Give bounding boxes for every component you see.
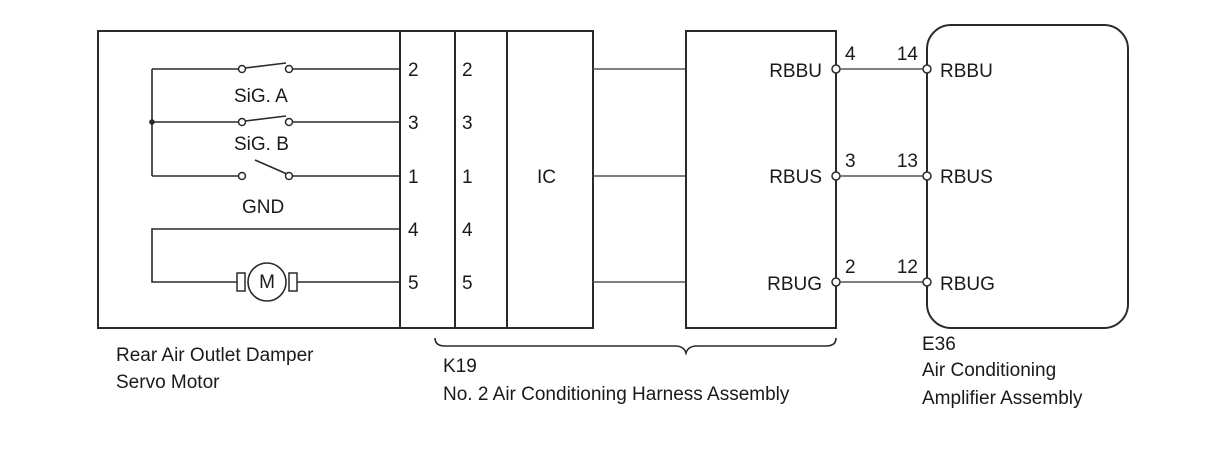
motor-loop-wire (151, 228, 400, 283)
harness-signal-rbbu: RBBU (769, 61, 822, 82)
switch-b-left-contact (237, 117, 247, 127)
motor-pin-4: 4 (408, 220, 419, 241)
motor-pin-3: 3 (408, 113, 419, 134)
harness-connector-code: K19 (443, 356, 477, 377)
switch-a-label: SiG. A (234, 86, 288, 107)
harness-caption: No. 2 Air Conditioning Harness Assembly (443, 384, 790, 405)
motor-pin-2: 2 (408, 60, 419, 81)
switch-a-left-contact (237, 64, 247, 74)
motor-pin-1: 1 (408, 167, 419, 188)
harness-pin-2: 2 (462, 60, 473, 81)
harness-terminal-rbus (831, 171, 841, 181)
ic-label: IC (537, 167, 556, 188)
amplifier-pin-rbus: 13 (897, 151, 918, 172)
amplifier-signal-rbbu: RBBU (940, 61, 993, 82)
harness-pin-rbus: 3 (845, 151, 856, 172)
motor-symbol: M (259, 272, 275, 293)
amplifier-connector-code: E36 (922, 334, 956, 355)
switch-a-right-contact (284, 64, 294, 74)
harness-brace (434, 337, 837, 356)
harness-pin-3: 3 (462, 113, 473, 134)
amplifier-pin-rbug: 12 (897, 257, 918, 278)
gnd-switch-right-contact (284, 171, 294, 181)
motor-icon (236, 262, 298, 302)
amplifier-pin-rbbu: 14 (897, 44, 919, 65)
harness-pin-1: 1 (462, 167, 473, 188)
harness-signal-rbus: RBUS (769, 167, 822, 188)
amplifier-terminal-rbus (922, 171, 932, 181)
gnd-label: GND (242, 197, 284, 218)
switch-b-label: SiG. B (234, 134, 289, 155)
amplifier-terminal-rbug (922, 277, 932, 287)
harness-pin-rbbu: 4 (845, 44, 856, 65)
switch-b-blade (244, 115, 287, 122)
harness-pin-rbug: 2 (845, 257, 856, 278)
amplifier-caption-line2: Amplifier Assembly (922, 388, 1083, 409)
amplifier-signal-rbus: RBUS (940, 167, 993, 188)
gnd-switch-blade (254, 159, 288, 175)
amplifier-signal-rbug: RBUG (940, 274, 995, 295)
amplifier-caption-line1: Air Conditioning (922, 360, 1056, 381)
harness-signal-rbug: RBUG (767, 274, 822, 295)
switch-a-blade (244, 62, 287, 69)
switch-b-right-contact (284, 117, 294, 127)
ic-block (506, 30, 594, 329)
servo-motor-caption-line1: Rear Air Outlet Damper (116, 345, 314, 366)
harness-pin-4: 4 (462, 220, 473, 241)
amplifier-terminal-rbbu (922, 64, 932, 74)
gnd-switch-left-contact (237, 171, 247, 181)
servo-motor-caption-line2: Servo Motor (116, 372, 220, 393)
harness-pin-5: 5 (462, 273, 473, 294)
harness-terminal-rbug (831, 277, 841, 287)
motor-pin-5: 5 (408, 273, 419, 294)
harness-terminal-rbbu (831, 64, 841, 74)
